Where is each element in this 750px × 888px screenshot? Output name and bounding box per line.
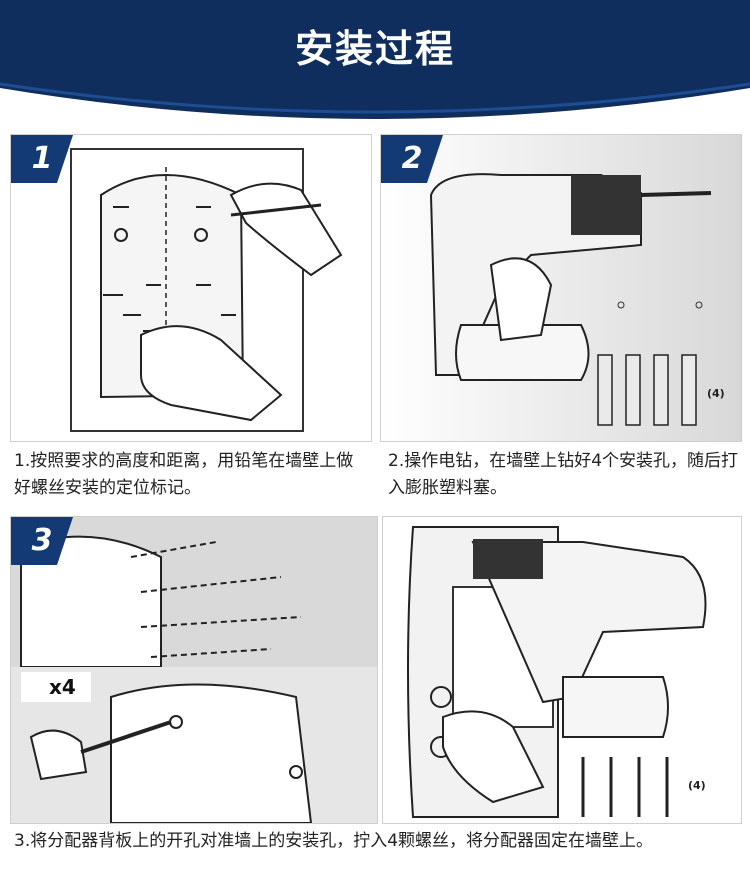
step-2-illustration	[381, 135, 741, 441]
page-title: 安装过程	[294, 27, 455, 71]
step-1-number: 1	[31, 141, 53, 176]
step-1-caption: 1.按照要求的高度和距离，用铅笔在墙壁上做好螺丝安装的定位标记。	[14, 451, 354, 498]
step-3-badge: 3	[11, 517, 73, 569]
screw-multiplier: x4	[49, 675, 76, 699]
step-3-drill-panel: (4)	[382, 516, 742, 824]
step-2-caption: 2.操作电钻，在墙壁上钻好4个安装孔，随后打入膨胀塑料塞。	[388, 451, 739, 498]
step-3-number: 3	[31, 523, 53, 558]
step-1-badge: 1	[11, 135, 73, 187]
step-2-badge: 2	[381, 135, 443, 187]
step-1-panel: 1	[10, 134, 372, 442]
step-3-panel: x4 3	[10, 516, 378, 824]
step-3-illustration	[11, 517, 377, 823]
step-2-number: 2	[401, 141, 423, 176]
step-2-panel: (4) 2	[380, 134, 742, 442]
step-3-drill-illustration	[407, 526, 707, 818]
step-3-screw-count: (4)	[688, 779, 706, 792]
step-1-illustration	[70, 148, 343, 432]
header-background	[0, 0, 750, 130]
step-3-caption: 3.将分配器背板上的开孔对准墙上的安装孔，拧入4颗螺丝，将分配器固定在墙壁上。	[14, 831, 654, 851]
step-2-plug-count: (4)	[707, 387, 725, 400]
page-header: 安装过程	[0, 0, 750, 130]
